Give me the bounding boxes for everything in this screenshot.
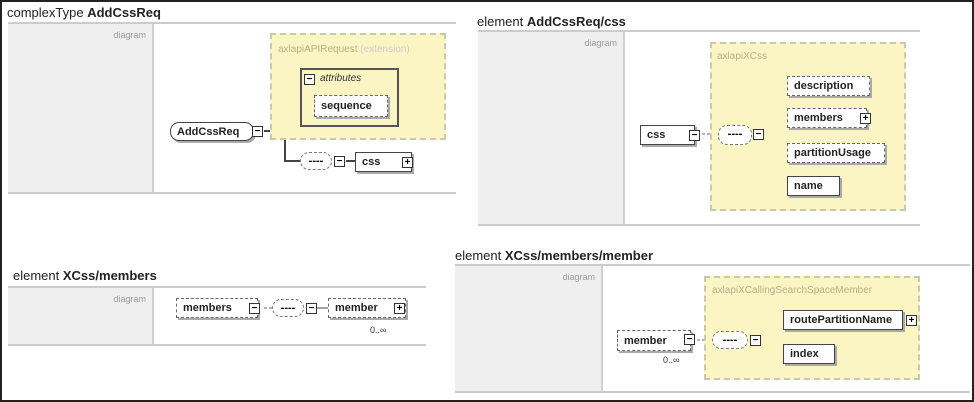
type-label: axlapiXCss — [717, 51, 768, 62]
diagram-label: diagram — [562, 272, 595, 282]
collapse-icon[interactable]: − — [334, 156, 345, 167]
diagram-label: diagram — [113, 30, 146, 40]
sequence-compositor[interactable]: ---- — [300, 152, 332, 170]
node-members[interactable]: members — [176, 298, 258, 318]
cardinality-label: 0..∞ — [370, 325, 387, 335]
node-sequence[interactable]: sequence — [314, 95, 388, 117]
sequence-compositor[interactable]: ---- — [718, 125, 752, 145]
expand-icon[interactable]: + — [402, 157, 413, 168]
collapse-icon[interactable]: − — [750, 335, 761, 346]
panel-title: element AddCssReq/css — [477, 14, 626, 29]
node-index[interactable]: index — [783, 344, 835, 364]
node-description[interactable]: description — [787, 76, 870, 96]
base-type-label: axlapiAPIRequest (extension) — [278, 44, 410, 55]
collapse-icon[interactable]: − — [249, 303, 260, 314]
node-css[interactable]: css — [640, 125, 695, 145]
diagram-panel: diagram — [8, 22, 456, 194]
panel-title: element XCss/members/member — [455, 248, 654, 263]
expand-icon[interactable]: + — [860, 113, 871, 124]
side-column: diagram — [478, 32, 625, 224]
side-column: diagram — [8, 24, 154, 192]
diagram-panel: diagram — [8, 286, 426, 346]
diagram-label: diagram — [584, 38, 617, 48]
node-members[interactable]: members — [787, 108, 867, 128]
attributes-label: attributes — [320, 73, 362, 84]
node-member[interactable]: member — [617, 330, 691, 351]
sequence-compositor[interactable]: ---- — [272, 299, 304, 317]
collapse-icon[interactable]: − — [753, 129, 764, 140]
expand-icon[interactable]: + — [906, 315, 917, 326]
node-name[interactable]: name — [787, 176, 840, 196]
node-routePartitionName[interactable]: routePartitionName — [783, 310, 903, 330]
sequence-compositor[interactable]: ---- — [712, 331, 748, 349]
diagram-panel: diagram — [478, 30, 920, 226]
panel-title: complexType AddCssReq — [7, 5, 161, 20]
side-column: diagram — [8, 288, 154, 344]
collapse-icon[interactable]: − — [684, 334, 695, 345]
cardinality-label: 0..∞ — [663, 355, 680, 365]
type-label: axlapiXCallingSearchSpaceMember — [712, 285, 873, 296]
expand-icon[interactable]: + — [394, 303, 405, 314]
node-partitionUsage[interactable]: partitionUsage — [787, 143, 885, 163]
collapse-icon[interactable]: − — [252, 126, 263, 137]
diagram-panel: diagram — [455, 264, 970, 393]
collapse-icon[interactable]: − — [304, 74, 315, 85]
node-AddCssReq[interactable]: AddCssReq — [170, 122, 254, 141]
diagram-label: diagram — [113, 294, 146, 304]
collapse-icon[interactable]: − — [689, 130, 700, 141]
node-member[interactable]: member — [328, 298, 406, 318]
collapse-icon[interactable]: − — [306, 303, 317, 314]
side-column: diagram — [455, 266, 603, 391]
panel-title: element XCss/members — [13, 268, 157, 283]
